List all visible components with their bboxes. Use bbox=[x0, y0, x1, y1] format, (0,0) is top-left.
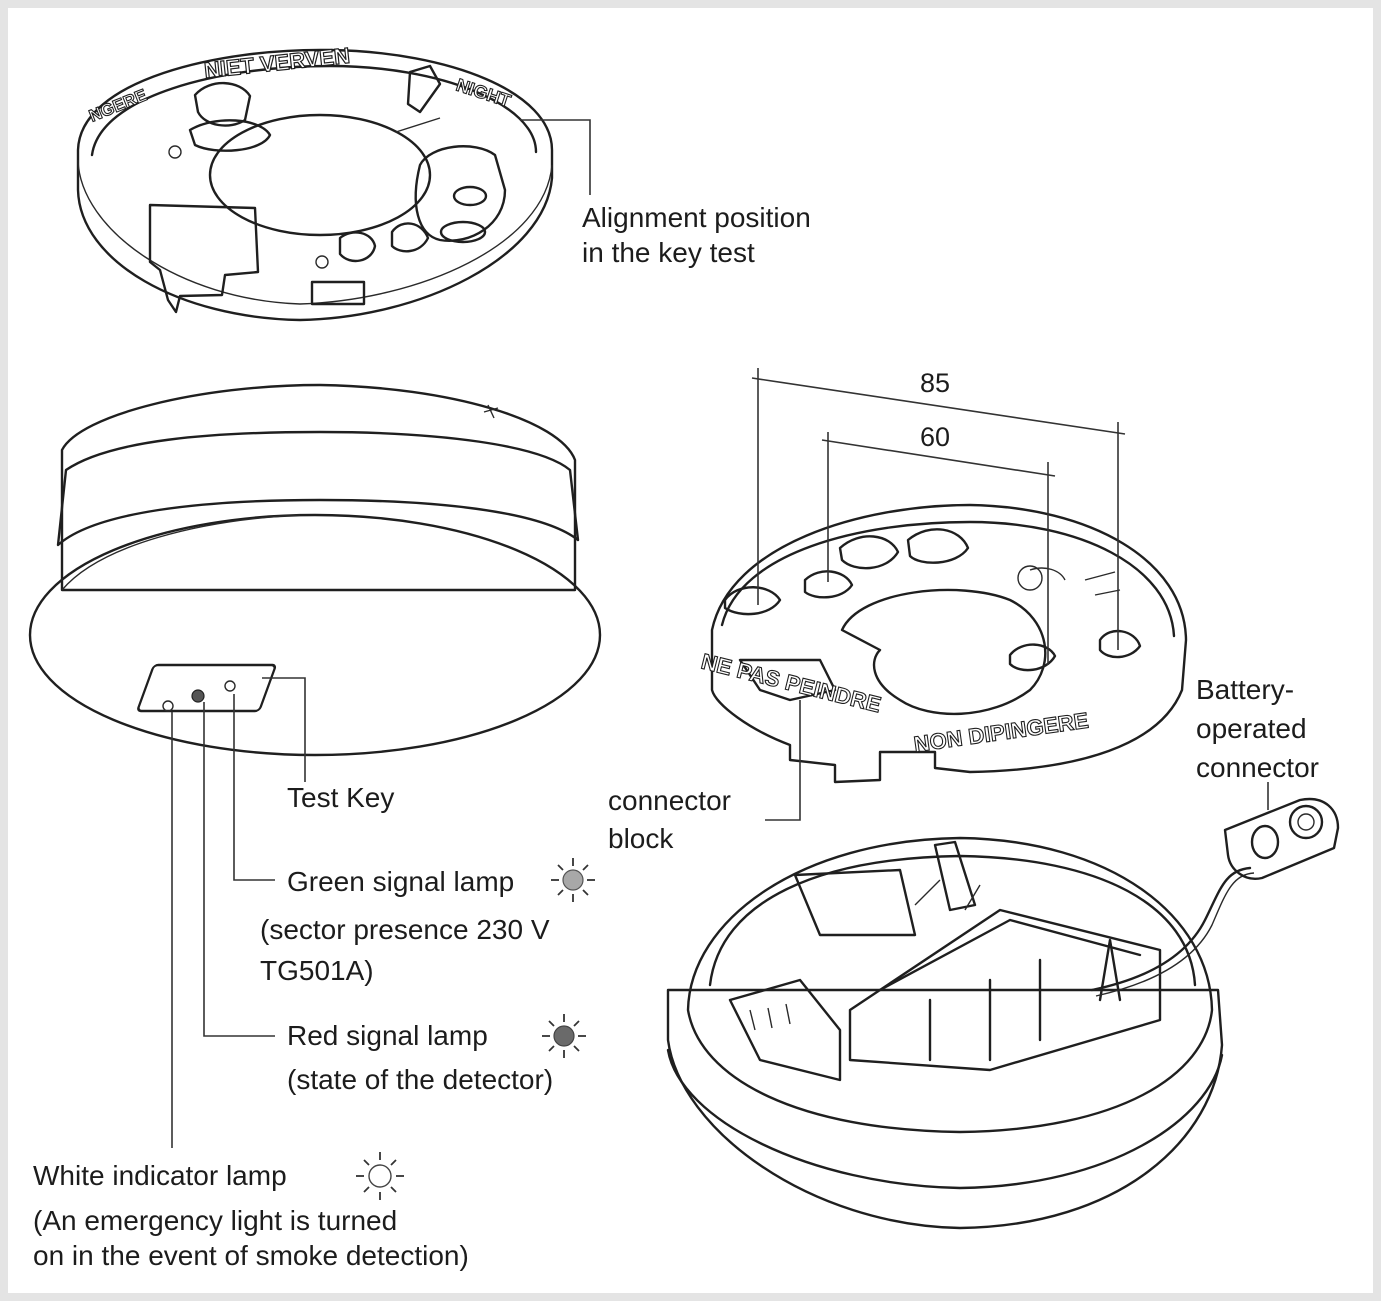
embossed-night: NIGHT bbox=[454, 75, 513, 111]
leader-green-lamp bbox=[233, 694, 275, 881]
embossed-non-dipingere: NON DIPINGERE bbox=[912, 708, 1090, 757]
label-battery-connector: Battery- operated connector bbox=[1196, 674, 1319, 783]
label-red-detail: (state of the detector) bbox=[287, 1064, 554, 1095]
red-lamp-dot bbox=[191, 689, 205, 703]
top-mounting-plate: NIET VERVEN NIGHT NGERE bbox=[76, 42, 554, 322]
label-green-detail: (sector presence 230 V TG501A) bbox=[260, 914, 550, 986]
dimension-85: 85 bbox=[920, 368, 951, 398]
open-detector-body bbox=[666, 836, 1224, 1230]
dimension-60: 60 bbox=[920, 422, 951, 452]
leader-alignment bbox=[520, 119, 591, 195]
leader-connector-block bbox=[765, 700, 801, 821]
white-lamp-icon bbox=[356, 1152, 404, 1200]
label-alignment: Alignment position in the key test bbox=[582, 202, 811, 268]
battery-connector bbox=[1090, 797, 1340, 997]
label-white-detail: (An emergency light is turned on in the … bbox=[33, 1205, 469, 1271]
diagram-frame bbox=[8, 8, 1373, 1293]
red-lamp-icon bbox=[542, 1014, 586, 1058]
smoke-detector bbox=[28, 383, 602, 757]
label-test-key: Test Key bbox=[287, 782, 395, 813]
base-plate: NE PAS PEINDRE NON DIPINGERE bbox=[698, 503, 1188, 784]
leader-red-lamp bbox=[203, 702, 275, 1037]
dimension-lines bbox=[751, 368, 1126, 665]
label-connector-block: connector block bbox=[608, 785, 731, 854]
embossed-niet-verven: NIET VERVEN bbox=[203, 43, 351, 83]
leader-test-key bbox=[262, 677, 306, 782]
embossed-ngere: NGERE bbox=[86, 85, 149, 125]
label-red-lamp: Red signal lamp bbox=[287, 1020, 488, 1051]
label-white-lamp: White indicator lamp bbox=[33, 1160, 287, 1191]
green-lamp-icon bbox=[551, 858, 595, 902]
label-green-lamp: Green signal lamp bbox=[287, 866, 515, 897]
